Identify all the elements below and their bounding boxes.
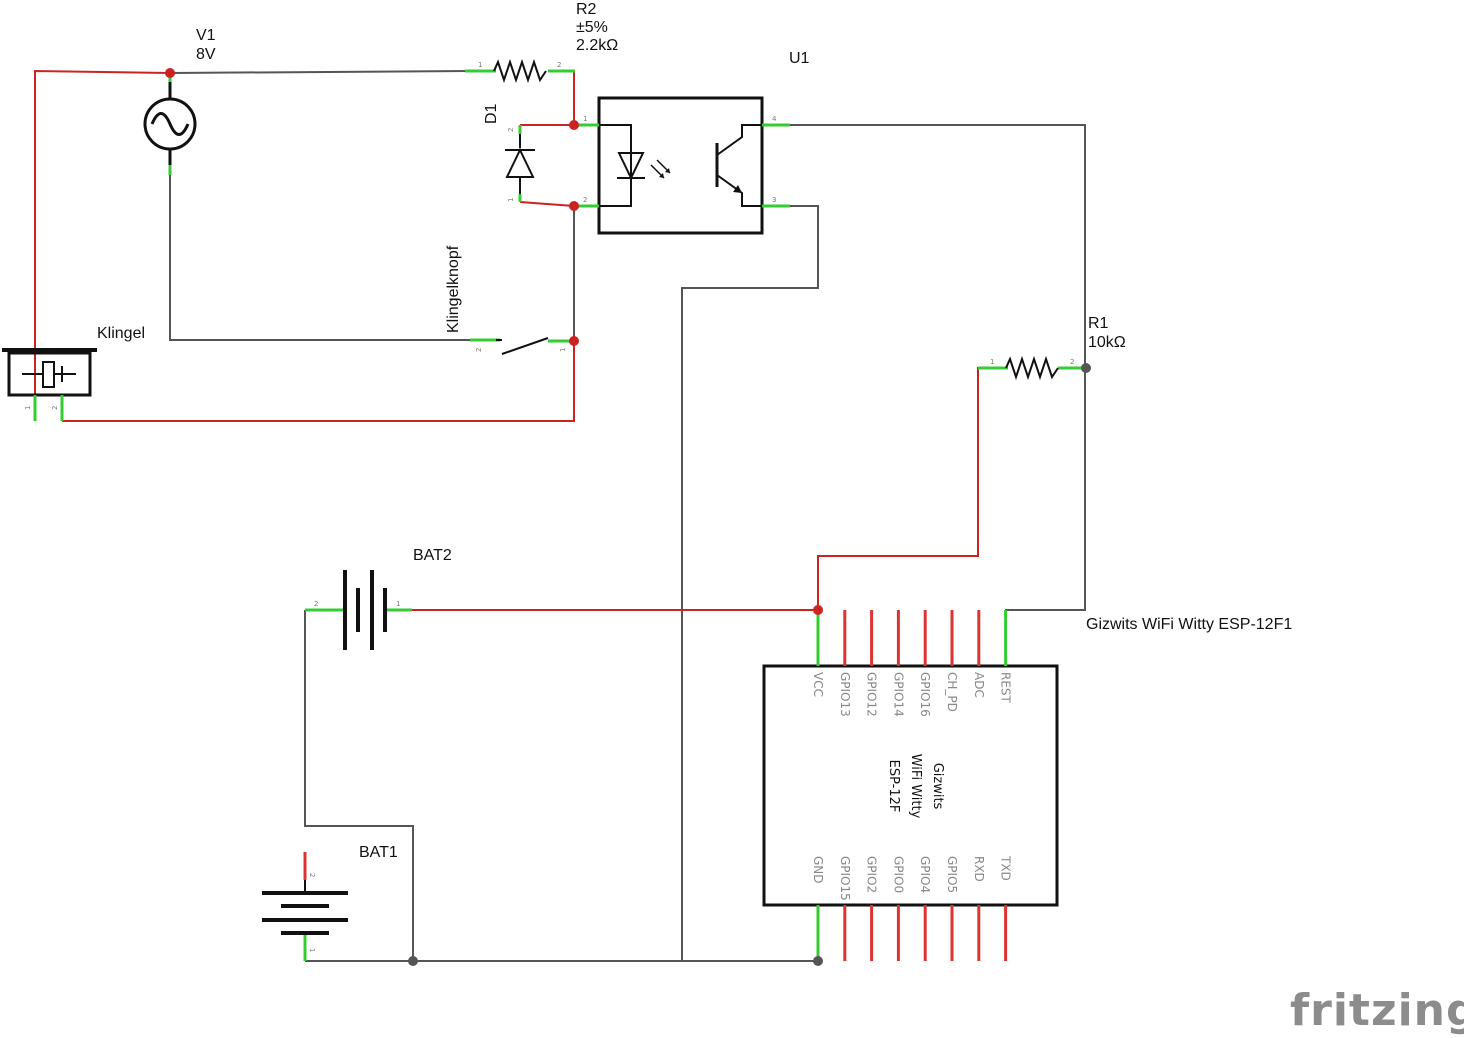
buzzer-icon xyxy=(7,351,92,397)
v1-name: V1 xyxy=(196,27,216,44)
esp-top-pin-label: GPIO14 xyxy=(891,672,905,717)
u1-pin2: 2 xyxy=(583,196,587,204)
junction-dot xyxy=(813,956,823,966)
battery-icon xyxy=(343,570,387,650)
bat1-battery: 2 1 BAT1 xyxy=(262,844,398,961)
resistor-zigzag-icon xyxy=(1005,355,1059,381)
wire-klingel-v1 xyxy=(34,69,171,420)
switch-icon xyxy=(501,337,549,355)
esp-bottom-pin-label: TXD xyxy=(999,855,1013,881)
junction-dot xyxy=(569,120,579,130)
esp-top-pins: VCC GPIO13 GPIO12 GPIO14 GPIO16 CH_PD ADC REST xyxy=(811,610,1013,717)
esp-bottom-pin-label: GPIO4 xyxy=(918,856,932,893)
r2-resistor: 1 2 R2 ±5% 2.2kΩ xyxy=(465,1,618,84)
r1-name: R1 xyxy=(1088,315,1109,332)
r2-pin1: 1 xyxy=(478,61,482,69)
r2-value: 2.2kΩ xyxy=(576,37,618,54)
junctions xyxy=(165,68,1091,966)
klingel-buzzer: 1 2 Klingel xyxy=(2,325,145,421)
klingelknopf-name: Klingelknopf xyxy=(445,245,462,333)
wire-bat2-bat1 xyxy=(304,610,414,961)
junction-dot xyxy=(569,201,579,211)
klingel-name: Klingel xyxy=(97,325,145,342)
d1-pin1: 1 xyxy=(507,198,515,202)
r2-name: R2 xyxy=(576,1,597,18)
wire-v1-klingelknopf xyxy=(169,175,470,341)
bat2-pin1: 1 xyxy=(396,600,400,608)
junction-dot xyxy=(165,68,175,78)
esp-top-pin-label: ADC xyxy=(972,672,986,698)
diode-icon xyxy=(505,147,535,178)
bat2-pin2: 2 xyxy=(314,600,318,608)
esp-name: Gizwits WiFi Witty ESP-12F1 xyxy=(1086,616,1292,633)
u1-optocoupler: 1 2 3 4 U1 xyxy=(574,50,810,235)
esp-chip-line-3: ESP-12F xyxy=(886,760,901,813)
esp-bottom-pin-label: GPIO5 xyxy=(945,856,959,893)
battery-icon xyxy=(262,891,348,935)
esp-top-pin-label: GPIO13 xyxy=(838,672,852,717)
u1-pin4: 4 xyxy=(772,115,777,123)
d1-pin2: 2 xyxy=(507,128,515,132)
r1-resistor: 1 2 R1 10kΩ xyxy=(978,315,1126,381)
d1-diode: 2 1 D1 xyxy=(483,103,535,202)
esp-chip-line-2: WiFi Witty xyxy=(908,754,923,819)
bat1-pin2: 2 xyxy=(308,873,316,877)
wire-vcc-r1 xyxy=(817,367,1005,610)
klingelknopf-switch: 2 1 Klingelknopf xyxy=(445,245,575,355)
esp-top-pin-label: CH_PD xyxy=(945,672,959,712)
wire-switch-klingel xyxy=(62,341,575,422)
junction-dot xyxy=(408,956,418,966)
junction-dot xyxy=(813,605,823,615)
klingelknopf-pin2: 2 xyxy=(475,348,483,352)
esp-top-pin-label: GPIO12 xyxy=(865,672,879,717)
v1-value: 8V xyxy=(196,46,216,63)
wire-d1-bottom xyxy=(519,201,575,207)
esp-bottom-pins: GND GPIO15 GPIO2 GPIO0 GPIO4 GPIO5 RXD TXD xyxy=(811,855,1013,961)
bat2-name: BAT2 xyxy=(413,547,452,564)
wire-u1-emitter-gnd xyxy=(681,205,819,961)
v1-source: V1 8V xyxy=(143,27,216,175)
u1-name: U1 xyxy=(789,50,810,67)
esp-chip-body xyxy=(762,664,1059,907)
bat2-battery: 2 1 BAT2 xyxy=(305,547,452,650)
esp-bottom-pin-label: RXD xyxy=(972,856,986,882)
r2-tolerance: ±5% xyxy=(576,19,608,36)
junction-dot xyxy=(1081,363,1091,373)
esp-bottom-pin-label: GPIO15 xyxy=(838,856,852,901)
esp-bottom-pin-label: GPIO2 xyxy=(865,856,879,893)
bat1-pin1: 1 xyxy=(308,948,316,952)
klingel-pin1: 1 xyxy=(24,406,32,410)
bat1-name: BAT1 xyxy=(359,844,398,861)
u1-pin1: 1 xyxy=(583,115,587,123)
wires xyxy=(169,70,1086,962)
esp-bottom-pin-label: GND xyxy=(811,856,825,884)
d1-name: D1 xyxy=(483,103,500,124)
optocoupler-icon xyxy=(597,96,764,235)
wire-u1-esp-collector xyxy=(790,124,1086,611)
r1-value: 10kΩ xyxy=(1088,334,1126,351)
esp-chip-line-1: Gizwits xyxy=(930,763,945,810)
r1-pin2: 2 xyxy=(1070,358,1074,366)
klingelknopf-pin1: 1 xyxy=(559,348,567,352)
r2-pin2: 2 xyxy=(557,61,561,69)
ac-source-icon xyxy=(143,97,197,151)
esp-top-pin-label: GPIO16 xyxy=(918,672,932,717)
esp-top-pin-label: VCC xyxy=(811,672,825,697)
u1-pin3: 3 xyxy=(772,196,776,204)
junction-dot xyxy=(569,336,579,346)
klingel-pin2: 2 xyxy=(51,406,59,410)
fritzing-watermark: fritzing xyxy=(1290,985,1464,1036)
esp-bottom-pin-label: GPIO0 xyxy=(891,856,905,893)
wire-v1-r2 xyxy=(169,70,471,74)
resistor-zigzag-icon xyxy=(493,58,547,84)
esp-top-pin-label: REST xyxy=(999,672,1013,704)
r1-pin1: 1 xyxy=(990,358,994,366)
